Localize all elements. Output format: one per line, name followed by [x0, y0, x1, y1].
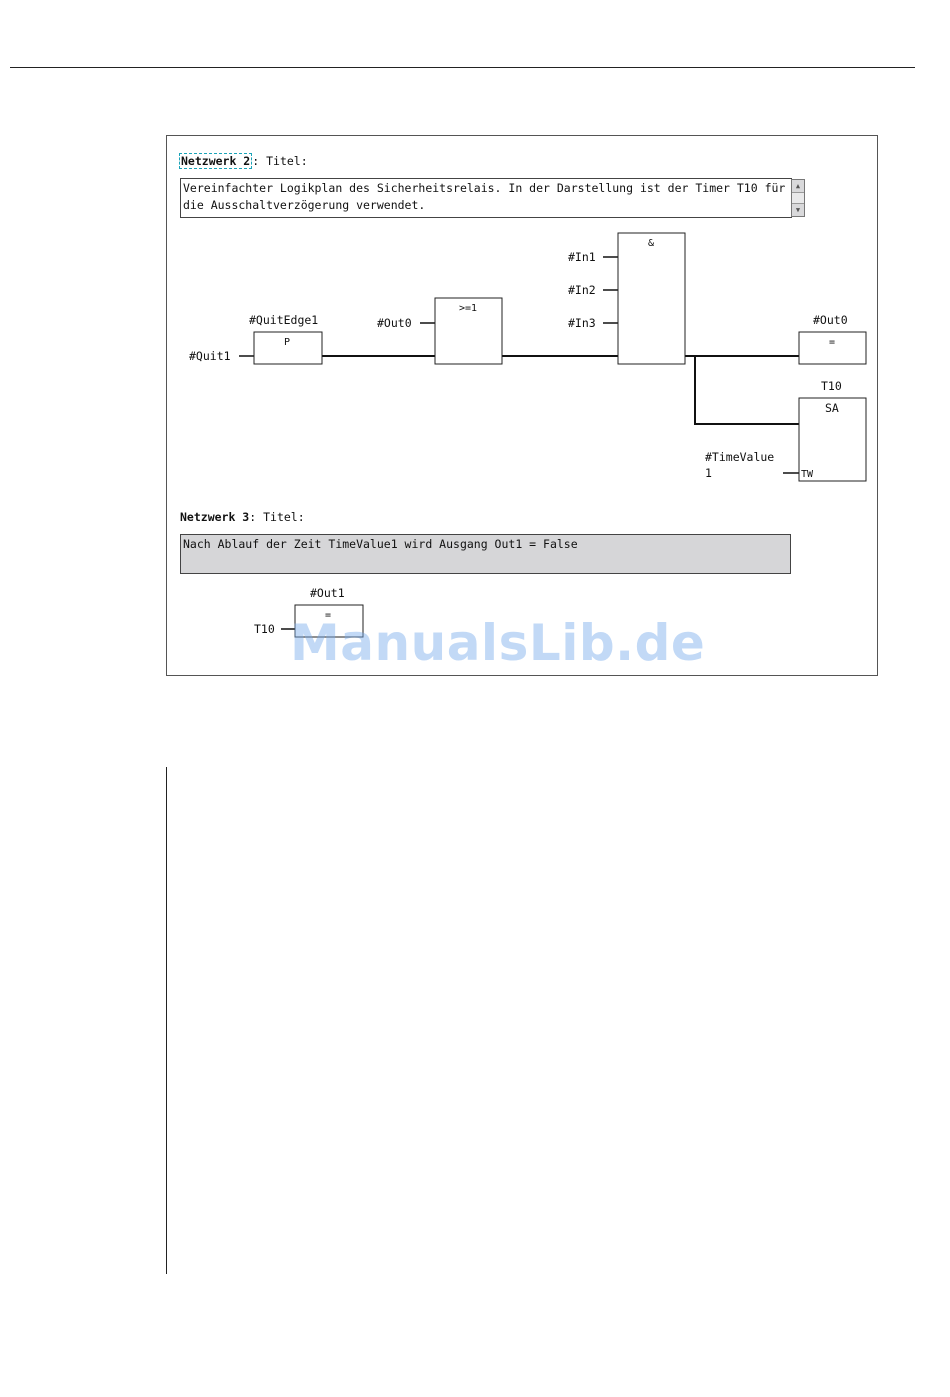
timer-block-type: SA [825, 401, 839, 415]
or-block[interactable] [434, 297, 503, 365]
assign-block-type: = [829, 337, 835, 348]
or-input-label: #Out0 [377, 316, 412, 330]
timevalue-label-line2: 1 [705, 466, 712, 480]
comment-scrollbar[interactable]: ▲ ▼ [791, 179, 805, 217]
timevalue-label: #TimeValue [705, 450, 774, 464]
top-rule [10, 67, 915, 68]
edge-block-name: #QuitEdge1 [249, 313, 318, 327]
t10-input-label: T10 [254, 622, 275, 636]
timer-pin-label: TW [801, 469, 814, 480]
quit1-label: #Quit1 [189, 349, 231, 363]
margin-rule [166, 767, 167, 1274]
scroll-down-arrow-icon[interactable]: ▼ [792, 203, 804, 216]
assign-block-out0[interactable] [798, 331, 867, 365]
and-block[interactable] [617, 232, 686, 365]
in3-label: #In3 [568, 316, 596, 330]
fbd-editor-panel: Netzwerk 2: Titel: Vereinfachter Logikpl… [166, 135, 878, 676]
assign-block-out1[interactable] [294, 604, 364, 638]
scroll-up-arrow-icon[interactable]: ▲ [792, 180, 804, 193]
edge-block-type: P [284, 337, 290, 348]
network-2-comment[interactable]: Vereinfachter Logikplan des Sicherheitsr… [180, 178, 792, 218]
wire-and-to-timer[interactable] [694, 356, 799, 425]
network-3-title[interactable]: : Titel: [249, 510, 305, 524]
edge-block[interactable] [253, 331, 323, 365]
network-3-label[interactable]: Netzwerk 3 [180, 510, 250, 524]
assign-out1-name: #Out1 [310, 586, 345, 600]
and-block-type: & [648, 238, 654, 249]
network-2-header: Netzwerk 2: Titel: [179, 153, 308, 169]
network-3-comment[interactable]: Nach Ablauf der Zeit TimeValue1 wird Aus… [180, 534, 791, 574]
assign-block-name: #Out0 [813, 313, 848, 327]
in1-label: #In1 [568, 250, 596, 264]
timer-block-name: T10 [821, 379, 842, 393]
timer-block-t10[interactable] [798, 397, 867, 482]
or-block-type: >=1 [459, 303, 477, 314]
network-2-label[interactable]: Netzwerk 2 [179, 153, 253, 169]
network-3-header: Netzwerk 3: Titel: [180, 510, 305, 524]
network-2-title[interactable]: : Titel: [252, 154, 308, 168]
watermark-logo: ManualsLib.de [290, 614, 706, 672]
in2-label: #In2 [568, 283, 596, 297]
assign-out1-type: = [325, 610, 331, 621]
fbd-diagram: #QuitEdge1 P #Quit1 #Out0 >=1 & #In1 #In… [189, 232, 867, 638]
